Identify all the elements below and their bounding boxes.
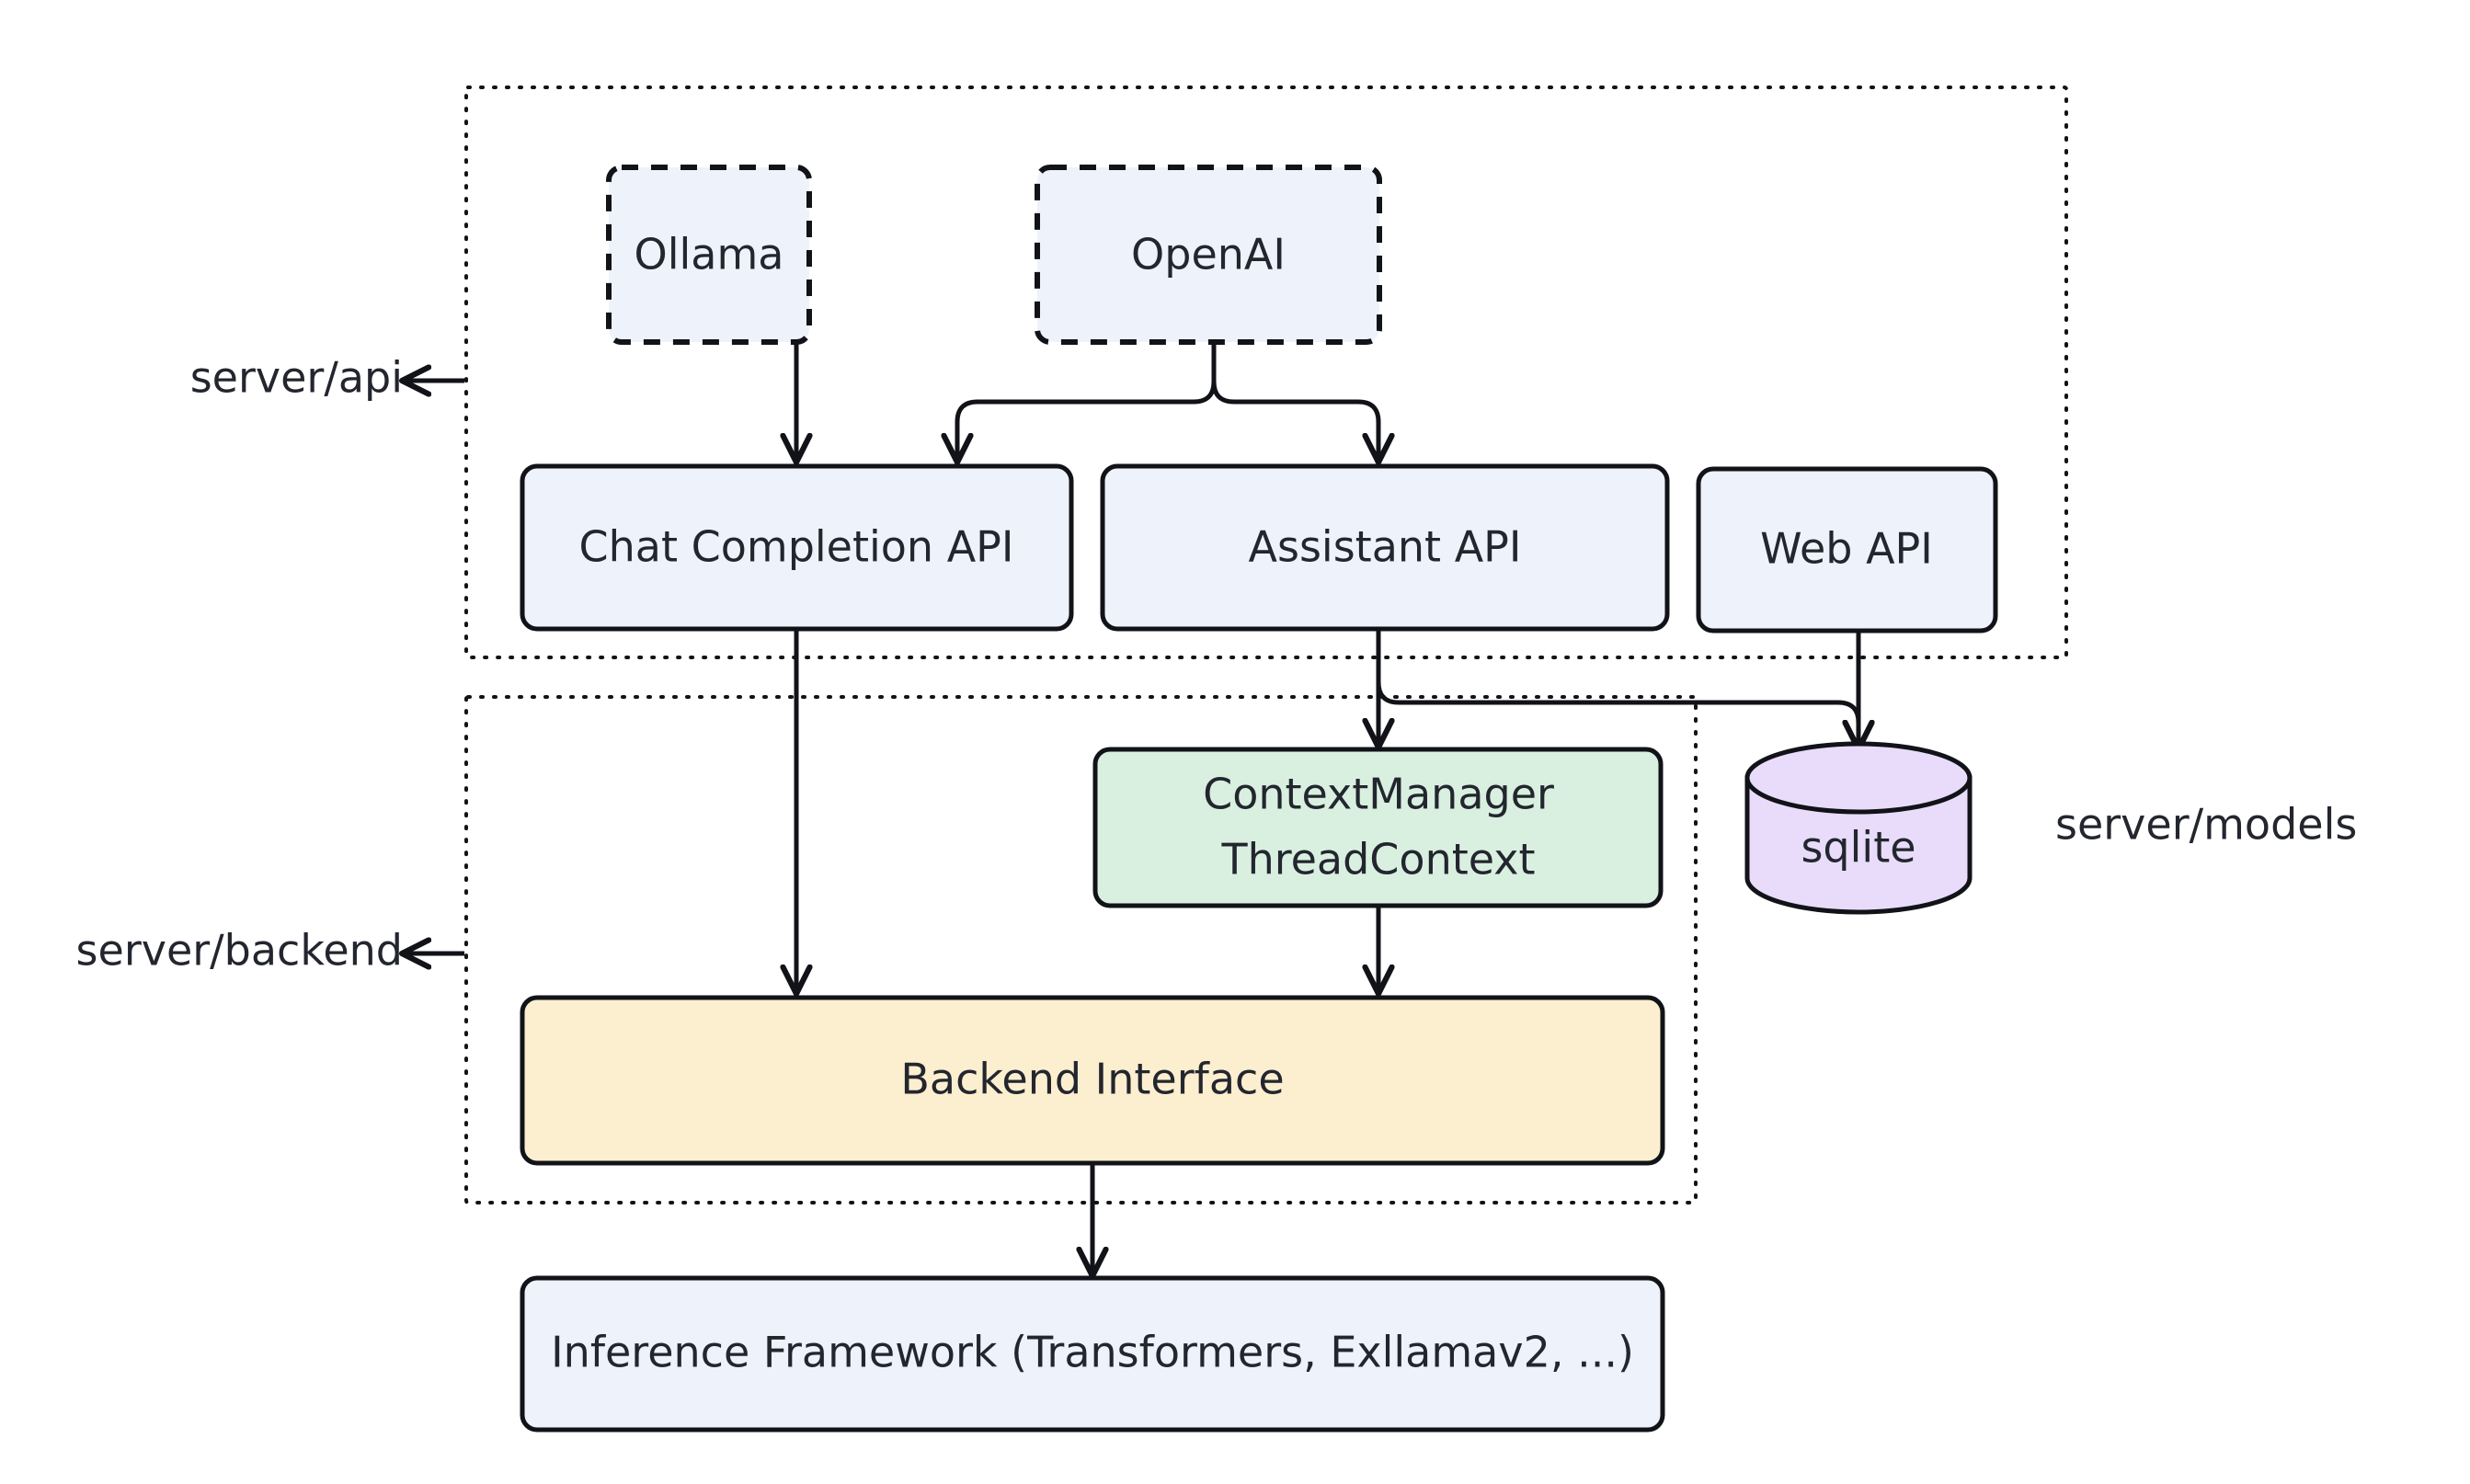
node-chat-completion-api[interactable]: Chat Completion API: [520, 463, 1074, 632]
node-backend-interface-shape: [520, 995, 1665, 1166]
node-assistant-api-label: Assistant API: [1249, 522, 1522, 572]
label-server-models: server/models: [2055, 800, 2357, 850]
label-server-api: server/api: [190, 353, 403, 403]
node-sqlite-body: [1744, 775, 1973, 915]
node-ollama[interactable]: Ollama: [606, 165, 812, 345]
node-backend-interface-label: Backend Interface: [900, 1055, 1284, 1104]
node-openai[interactable]: OpenAI: [1035, 165, 1382, 345]
node-context-manager-label-line2: ThreadContext: [1220, 835, 1535, 885]
node-web-api-label: Web API: [1760, 524, 1933, 574]
node-web-api[interactable]: Web API: [1696, 466, 1998, 634]
edge-openai-to-chat: [957, 342, 1217, 460]
group-server-api: [464, 86, 2068, 659]
node-backend-interface[interactable]: Backend Interface: [520, 995, 1665, 1166]
node-ollama-label: Ollama: [635, 230, 784, 280]
node-assistant-api[interactable]: Assistant API: [1100, 463, 1670, 632]
node-ollama-shape: [606, 165, 812, 345]
label-server-backend: server/backend: [76, 926, 403, 976]
node-context-manager-label-line1: ContextManager: [1203, 770, 1554, 819]
node-chat-completion-api-shape: [520, 463, 1074, 632]
node-context-manager[interactable]: ContextManager ThreadContext: [1092, 747, 1664, 908]
node-sqlite-label: sqlite: [1801, 823, 1915, 873]
edge-openai-to-assistant: [1211, 342, 1378, 460]
node-context-manager-shape: [1092, 747, 1664, 908]
node-inference-framework-shape: [520, 1275, 1665, 1433]
node-sqlite[interactable]: sqlite: [1744, 741, 1973, 915]
node-openai-shape: [1035, 165, 1382, 345]
node-openai-label: OpenAI: [1131, 230, 1286, 280]
node-web-api-shape: [1696, 466, 1998, 634]
node-inference-framework-label: Inference Framework (Transformers, Exlla…: [551, 1328, 1634, 1377]
node-chat-completion-api-label: Chat Completion API: [579, 522, 1014, 572]
group-server-backend: [464, 695, 1698, 1204]
node-sqlite-top: [1744, 741, 1973, 815]
edge-assistant-to-sqlite: [1376, 629, 1858, 747]
node-inference-framework[interactable]: Inference Framework (Transformers, Exlla…: [520, 1275, 1665, 1433]
node-assistant-api-shape: [1100, 463, 1670, 632]
